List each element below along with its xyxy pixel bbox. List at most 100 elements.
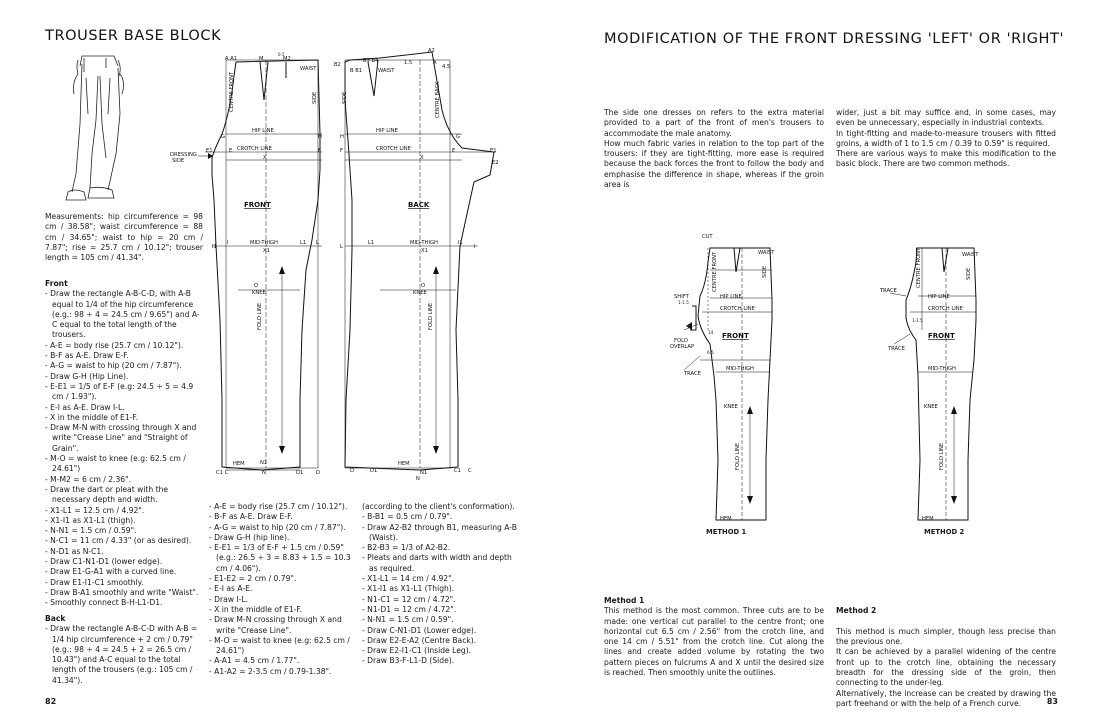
svg-text:H: H [340,134,344,140]
instruction-step: - M-M2 = 6 cm / 2.36". [45,474,132,484]
instruction-step: - N1-D1 = 12 cm / 4.72". [362,604,457,614]
method-2-diagram: TRACE WAIST CENTRE FRONT SIDE HIP LINE C… [879,247,979,522]
svg-text:WAIST: WAIST [962,252,979,258]
instruction-step: - N-N1 = 1.5 cm / 0.59". [45,526,137,536]
instruction-step: - Draw E2-E-A2 (Centre Back). [362,635,477,645]
svg-text:MID-THIGH: MID-THIGH [250,240,278,246]
svg-text:X: X [420,155,424,161]
svg-text:G: G [221,134,225,140]
svg-text:A: A [433,60,437,66]
svg-text:G: G [456,134,460,140]
svg-text:D1: D1 [296,470,303,476]
instruction-step: - A-G = waist to hip (20 cm / 7.87"). [45,361,182,371]
svg-text:DRESSING: DRESSING [170,152,197,158]
instruction-step: - Draw A2-B2 through B1, measuring A-B (… [362,522,517,542]
instruction-step: - Draw B-A1 smoothly and write "Waist". [45,587,199,597]
svg-text:M2: M2 [283,56,291,62]
svg-text:4.5: 4.5 [442,64,450,70]
trouser-figure-illustration [65,55,124,201]
front-diagram-label: FRONT [244,201,271,209]
method-1-caption: METHOD 1 [706,528,747,536]
svg-text:SIDE: SIDE [966,268,972,280]
svg-text:E1: E1 [490,148,497,154]
svg-text:MID-THIGH: MID-THIGH [928,366,956,372]
svg-text:FOLD LINE: FOLD LINE [428,303,434,330]
svg-text:HEM: HEM [233,461,245,467]
svg-text:CENTRE FRONT: CENTRE FRONT [916,247,922,288]
svg-text:I: I [474,244,476,250]
svg-text:KNEE: KNEE [924,404,938,410]
svg-text:FOLD LINE: FOLD LINE [257,303,263,330]
svg-text:TRACE: TRACE [683,371,701,377]
intro-text-col1: The side one dresses on refers to the ex… [604,108,824,190]
instruction-step: - Draw E1-G-A1 with a curved line. [45,567,177,577]
svg-text:F: F [340,148,343,154]
instruction-step: - M-O = waist to knee (e.g: 62.5 cm / 24… [209,635,350,656]
instruction-step: - B-F as A-E. Draw E-F. [209,512,293,522]
front-instructions: Front - Draw the rectangle A-B-C-D, with… [45,279,203,609]
svg-text:HEM: HEM [922,516,934,522]
svg-text:1.5: 1.5 [404,60,412,66]
svg-text:KNEE: KNEE [252,290,266,296]
method-2-front-label: FRONT [928,332,955,340]
instruction-step: - B-B1 = 0.5 cm / 0.79". [362,512,453,522]
back-heading: Back [45,614,66,623]
instruction-step: - E-I as A-E. Draw I-L. [45,402,125,412]
front-heading: Front [45,279,68,288]
svg-text:A A1: A A1 [225,56,237,62]
instruction-step: - X in the middle of E1-F. [45,412,138,422]
front-steps-list: - Draw the rectangle A-B-C-D, with A-B e… [45,289,203,608]
svg-text:CENTRE BACK: CENTRE BACK [435,81,441,118]
svg-text:E2: E2 [492,160,499,166]
svg-text:L: L [316,240,319,246]
svg-text:B2: B2 [334,62,341,68]
svg-text:CROTCH LINE: CROTCH LINE [376,146,411,152]
instruction-step: - E1-E2 = 2 cm / 0.79". [209,574,297,584]
svg-text:CROTCH LINE: CROTCH LINE [928,306,963,312]
svg-text:I1: I1 [212,244,217,250]
back-steps-list-1: - Draw the rectangle A-B-C-D with A-B = … [45,624,203,686]
svg-text:D1: D1 [370,468,377,474]
page-title: TROUSER BASE BLOCK [45,28,222,44]
right-page: MODIFICATION OF THE FRONT DRESSING 'LEFT… [550,0,1100,725]
instruction-step: - Draw C1-N1-D1 (lower edge). [45,557,163,567]
svg-text:KNEE: KNEE [413,290,427,296]
svg-text:CENTRE FRONT: CENTRE FRONT [229,71,235,112]
svg-text:L1: L1 [368,240,374,246]
svg-text:M: M [259,56,263,62]
method-1-text: This method is the most common. Three cu… [604,606,824,678]
svg-text:TRACE: TRACE [879,288,897,294]
svg-text:A2: A2 [428,48,435,54]
instruction-step: - Draw M-N crossing through X and write … [209,615,342,635]
method-2-heading: Method 2 [836,606,877,616]
svg-text:CROTCH LINE: CROTCH LINE [720,306,755,312]
instruction-step: - N-D1 as N-C1. [45,546,104,556]
svg-text:B3 B4: B3 B4 [363,58,379,64]
svg-text:HIP LINE: HIP LINE [376,128,398,134]
svg-text:CUT: CUT [702,234,713,240]
svg-text:SIDE: SIDE [172,158,184,164]
svg-text:SIDE: SIDE [342,92,348,104]
svg-text:L: L [340,244,343,250]
instruction-step: - A-G = waist to hip (20 cm / 7.87"). [209,522,346,532]
svg-text:O: O [254,283,258,289]
method-2-caption: METHOD 2 [924,528,965,536]
svg-text:E: E [452,148,455,154]
instruction-step: - X1-L1 = 12.5 cm / 4.92". [45,505,145,515]
svg-text:I: I [227,240,229,246]
back-instructions-col2: - A-E = body rise (25.7 cm / 10.12").- B… [209,502,357,677]
method-1-section: Method 1 This method is the most common.… [604,596,824,678]
svg-text:FOLD LINE: FOLD LINE [939,443,945,470]
instruction-step: - Pleats and darts with width and depth … [362,553,512,573]
svg-text:C1 C: C1 C [216,470,229,476]
instruction-step: - Draw G-H (Hip Line). [45,371,129,381]
instruction-step: - A1-A2 = 2-3.5 cm / 0.79-1.38". [209,666,332,676]
svg-text:HEM: HEM [720,516,732,522]
method-2-section: Method 2 This method is much simpler, th… [836,596,1056,720]
svg-text:L1: L1 [300,240,306,246]
instruction-step: - X1-I1 as X1-L1 (Thigh). [362,584,455,594]
instruction-step: - Draw B3-F-L1-D (Side). [362,656,455,666]
instruction-step: - N-N1 = 1.5 cm / 0.59". [362,615,454,625]
